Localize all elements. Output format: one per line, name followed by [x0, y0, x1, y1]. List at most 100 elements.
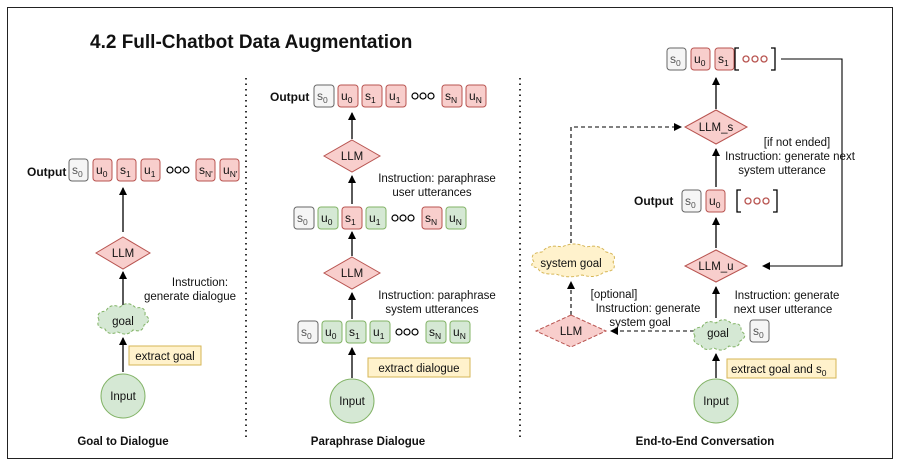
svg-text:u1: u1 [389, 89, 401, 105]
instruction-line-1: Instruction: [172, 277, 228, 289]
svg-text:sN: sN [425, 211, 437, 227]
instruction-u-line-2: next user utterance [734, 304, 832, 316]
input-label: Input [110, 391, 136, 403]
user-utterance-token: u0 [317, 206, 339, 230]
svg-text:u0: u0 [325, 325, 337, 341]
system-utterance-token: sN [441, 84, 463, 108]
panel-caption: End-to-End Conversation [636, 436, 775, 448]
user-utterance-token: u0 [690, 47, 711, 71]
user-utterance-token: u1 [369, 320, 391, 344]
system-utterance-token: s1 [116, 158, 137, 182]
system-utterance-token: sN [421, 206, 443, 230]
output-sequence-mid: s0 u0 [681, 189, 726, 213]
state-utterance-token: s0 [681, 189, 702, 213]
output-sequence: s0 u0 s1 u1 sN' uN' [68, 158, 240, 182]
user-utterance-token: u0 [705, 189, 726, 213]
panel-caption: Goal to Dialogue [77, 436, 168, 448]
svg-text:u0: u0 [709, 194, 721, 210]
svg-text:u0: u0 [96, 163, 108, 179]
ellipsis-bracket-mid [736, 189, 778, 213]
output-sequence: s0 u0 s1 u1 sN uN [313, 84, 487, 108]
ellipsis-dots [395, 328, 419, 336]
svg-text:uN: uN [453, 325, 466, 341]
instruction-s-line-1: [if not ended] [764, 137, 831, 149]
svg-text:s1: s1 [365, 89, 376, 105]
extract-goal-s0-label: extract goal and s0 [731, 364, 827, 378]
svg-text:s1: s1 [345, 211, 356, 227]
svg-text:uN: uN [469, 89, 482, 105]
goal-cloud [693, 319, 746, 351]
svg-text:s0: s0 [685, 194, 696, 210]
input-label: Input [703, 396, 729, 408]
llm-label: LLM [341, 151, 363, 163]
input-circle [693, 378, 739, 424]
intermediate-sequence: s0 u0 s1 u1 sN uN [293, 206, 467, 230]
svg-text:uN: uN [449, 211, 462, 227]
system-goal-label: system goal [540, 258, 601, 270]
svg-text:u0: u0 [321, 211, 333, 227]
instruction-line-2: user utterances [392, 187, 472, 199]
svg-text:s1: s1 [120, 163, 131, 179]
svg-text:u1: u1 [373, 325, 385, 341]
panel-paraphrase-dialogue: Output s0 u0 s1 u1 sN uN LLM Instruction: par… [270, 84, 496, 448]
llm-s-label: LLM_s [699, 122, 734, 134]
input-label: Input [339, 396, 365, 408]
user-utterance-token: uN [445, 206, 467, 230]
instruction-line-1: Instruction: paraphrase [378, 173, 496, 185]
user-utterance-token: uN' [219, 158, 240, 182]
ellipsis-bracket-top [734, 47, 776, 71]
svg-text:sN: sN [445, 89, 457, 105]
svg-text:u1: u1 [144, 163, 156, 179]
system-utterance-token: sN [425, 320, 447, 344]
instruction-line-1: Instruction: paraphrase [378, 290, 496, 302]
user-utterance-token: u0 [337, 84, 359, 108]
llm-optional-diamond [534, 314, 608, 348]
extract-goal-s0-box [726, 358, 837, 379]
llm-diamond-bottom [322, 256, 382, 290]
loop-arrow [762, 58, 843, 270]
input-circle [100, 373, 146, 419]
goal-cloud [97, 303, 150, 335]
llm-u-diamond [683, 249, 749, 283]
output-label: Output [634, 194, 673, 208]
svg-text:sN': sN' [199, 163, 213, 179]
instruction-line-2: system utterances [385, 304, 479, 316]
goal-label: goal [112, 316, 134, 328]
svg-text:u0: u0 [341, 89, 353, 105]
llm-optional-label: LLM [560, 326, 582, 338]
svg-text:u1: u1 [369, 211, 381, 227]
llm-label: LLM [112, 248, 134, 260]
optional-line-3: system goal [609, 317, 670, 329]
svg-text:s0: s0 [72, 163, 83, 179]
llm-s-diamond [683, 109, 749, 145]
user-utterance-token: u0 [92, 158, 113, 182]
panel-goal-to-dialogue: Output s0 u0 s1 u1 sN' uN' LLM Instruction: g… [27, 158, 240, 448]
system-utterance-token: s1 [714, 47, 735, 71]
ellipsis-dots [166, 166, 190, 174]
system-utterance-token: sN' [195, 158, 216, 182]
user-utterance-token: u1 [385, 84, 407, 108]
user-utterance-token: u1 [140, 158, 161, 182]
instruction-s-line-2: Instruction: generate next [725, 151, 856, 163]
state-utterance-token: s0 [293, 206, 315, 230]
system-utterance-token: s1 [341, 206, 363, 230]
llm-diamond-top [322, 139, 382, 173]
state-utterance-token: s0 [749, 319, 770, 343]
output-label: Output [27, 165, 66, 179]
svg-text:s1: s1 [718, 52, 729, 68]
svg-text:s0: s0 [670, 52, 681, 68]
state-utterance-token: s0 [313, 84, 335, 108]
system-goal-cloud [531, 243, 615, 278]
output-label: Output [270, 90, 309, 104]
user-utterance-token: uN [449, 320, 471, 344]
instruction-s-line-3: system utterance [738, 165, 826, 177]
instruction-line-2: generate dialogue [144, 291, 236, 303]
initial-system-state: s0 [749, 319, 770, 343]
output-sequence-top: s0 u0 s1 [666, 47, 735, 71]
input-circle [329, 378, 375, 424]
user-utterance-token: u0 [321, 320, 343, 344]
svg-text:uN': uN' [223, 163, 238, 179]
